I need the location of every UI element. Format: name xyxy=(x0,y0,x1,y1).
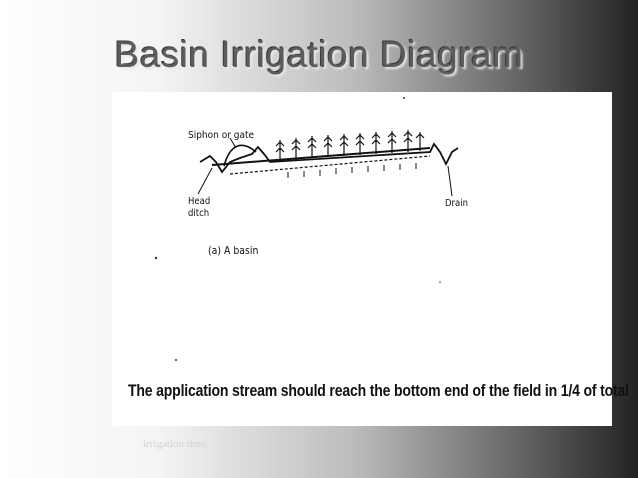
head-ditch-leader xyxy=(197,167,213,195)
head-ditch-label-line2: ditch xyxy=(188,208,210,219)
slide-title: Basin Irrigation Diagram xyxy=(114,34,524,75)
basin-diagram-drawing xyxy=(154,97,459,361)
scan-speck xyxy=(154,256,158,260)
siphon-pipe xyxy=(223,144,257,167)
siphon-leader xyxy=(229,137,237,149)
scan-speck xyxy=(439,281,441,283)
drain-label: Drain xyxy=(445,198,469,209)
scan-speck xyxy=(403,97,405,99)
siphon-or-gate-label: Siphon or gate xyxy=(188,130,255,141)
water-line xyxy=(211,147,431,166)
head-ditch-label: Head ditch xyxy=(188,196,210,220)
figure-caption: (a) A basin xyxy=(208,244,259,257)
head-ditch-label-line1: Head xyxy=(188,196,211,207)
statement-continuation: irrigation time. xyxy=(143,438,209,450)
scan-speck xyxy=(175,359,177,361)
soil-line xyxy=(229,155,431,175)
root-marks xyxy=(287,163,417,178)
application-stream-statement: The application stream should reach the … xyxy=(128,382,629,400)
crop-plants xyxy=(275,130,425,162)
drain-leader xyxy=(447,165,453,197)
ground-profile xyxy=(199,142,459,174)
basin-diagram-figure: Siphon or gate Head ditch Drain (a) A ba… xyxy=(112,92,629,426)
